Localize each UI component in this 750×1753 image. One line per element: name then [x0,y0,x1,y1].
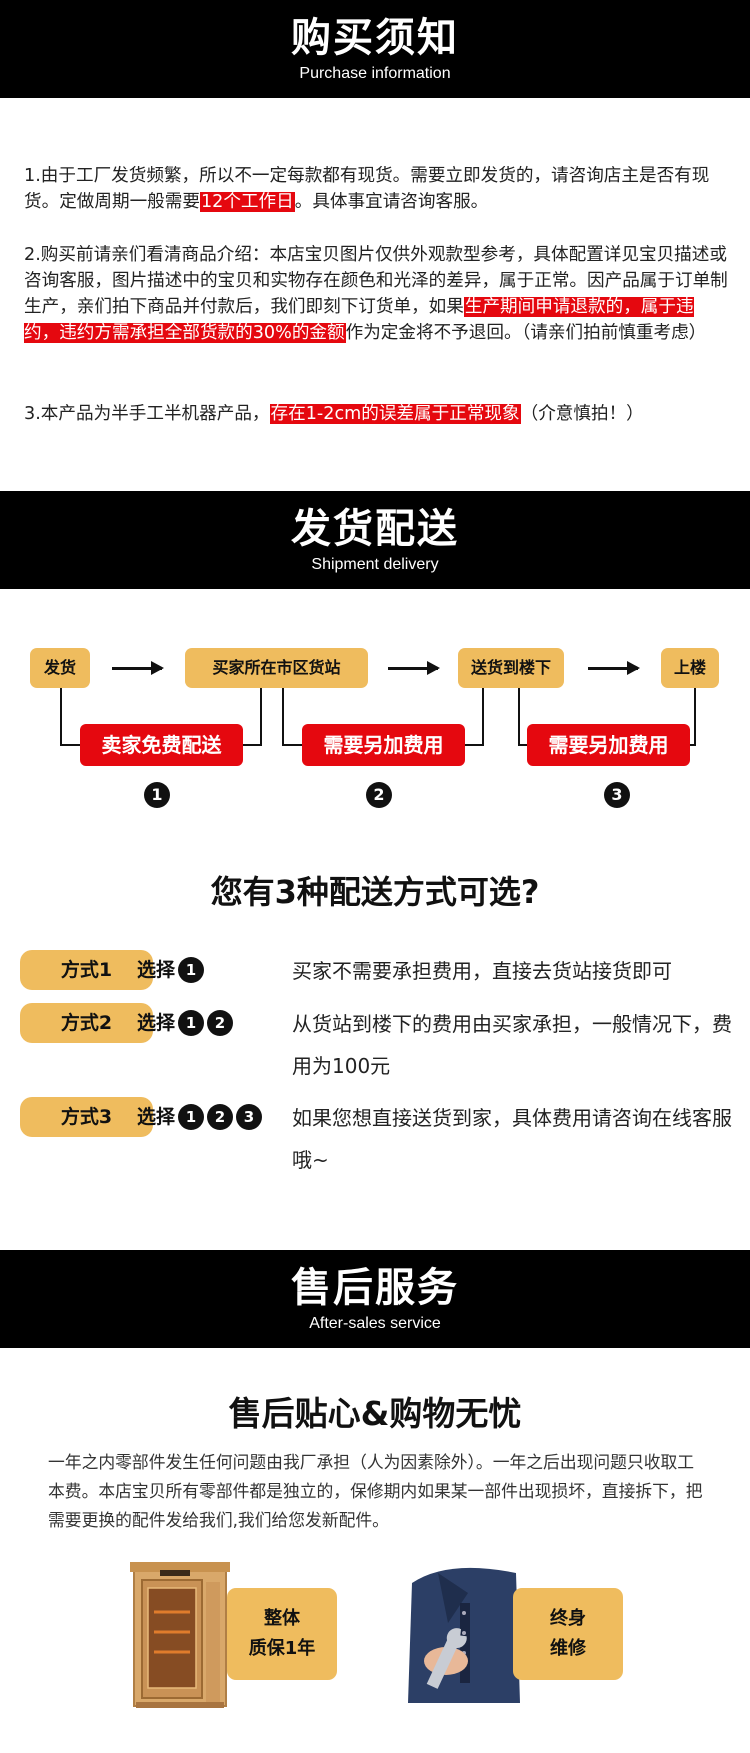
method-1-choose: 选择 1 [137,950,205,990]
purchase-banner: 购买须知 Purchase information [0,0,750,98]
delivery-banner: 发货配送 Shipment delivery [0,491,750,589]
note-2-tail: 作为定金将不予退回。（请亲们拍前慎重考虑） [345,323,707,343]
flow-node-downstairs: 送货到楼下 [458,648,564,688]
note-3-highlight: 存在1-2cm的误差属于正常现象 [269,404,521,424]
choose-label: 选择 [137,1106,176,1128]
warranty-line-1: 整体 [264,1608,300,1629]
repair-worker-image [408,1563,520,1703]
warranty-badge: 整体 质保1年 [227,1588,337,1680]
aftersales-title: 售后服务 [291,1265,459,1311]
choose-label: 选择 [137,959,176,981]
method-3-desc: 如果您想直接送货到家，具体费用请咨询在线客服哦~ [292,1106,732,1172]
note-2: 2.购买前请亲们看清商品介绍：本店宝贝图片仅供外观款型参考，具体配置详见宝贝描述… [24,242,728,346]
flow-arrow-1 [112,661,164,675]
warranty-line-2: 质保1年 [248,1638,316,1659]
flow-node-ship: 发货 [30,648,90,688]
delivery-subtitle: Shipment delivery [311,556,439,573]
step-dot: 2 [207,1010,234,1036]
step-dot: 2 [207,1104,234,1130]
choose-label: 选择 [137,1012,176,1034]
note-1-text: 1.由于工厂发货频繁，所以不一定每款都有现货。需要立即发货的，请咨询店主是否有现… [24,166,710,212]
method-1-desc: 买家不需要承担费用，直接去货站接货即可 [292,959,672,983]
flow-arrow-2 [388,661,440,675]
purchase-subtitle: Purchase information [299,65,451,82]
repair-line-2: 维修 [550,1638,586,1659]
step-number-2: 2 [366,782,392,808]
purchase-title: 购买须知 [291,15,459,61]
fee-tag-3: 需要另加费用 [527,724,690,766]
method-2-pill: 方式2 [20,1003,153,1043]
aftersales-text: 一年之内零部件发生任何问题由我厂承担（人为因素除外）。一年之后出现问题只收取工本… [48,1452,703,1530]
aftersales-heading: 售后贴心&购物无忧 [228,1394,522,1433]
flow-node-station: 买家所在市区货站 [185,648,368,688]
note-1-highlight: 12个工作日 [199,192,295,212]
step-dot: 1 [178,1104,205,1130]
step-dot: 1 [178,1010,205,1036]
method-3-pill: 方式3 [20,1097,153,1137]
method-3-choose: 选择 1 2 3 [137,1097,263,1137]
flow-node-upstairs: 上楼 [661,648,719,688]
note-1: 1.由于工厂发货频繁，所以不一定每款都有现货。需要立即发货的，请咨询店主是否有现… [24,163,728,215]
note-1-tail: 。具体事宜请咨询客服。 [294,192,489,212]
method-2-desc: 从货站到楼下的费用由买家承担，一般情况下，费用为100元 [292,1012,732,1078]
step-dot: 1 [178,957,205,983]
aftersales-subtitle: After-sales service [309,1315,441,1332]
note-3-tail: （介意慎拍！） [520,404,644,424]
fee-tag-1: 卖家免费配送 [80,724,243,766]
step-number-3: 3 [604,782,630,808]
repair-line-1: 终身 [550,1608,586,1629]
flow-arrow-3 [588,661,640,675]
step-number-1: 1 [144,782,170,808]
sauna-image [130,1562,230,1708]
note-2-text: 2.购买前请亲们看清商品介绍：本店宝贝图片仅供外观款型参考，具体配置详见宝贝描述… [24,245,728,317]
options-heading: 您有3种配送方式可选? [210,873,540,911]
note-3: 3.本产品为半手工半机器产品，存在1-2cm的误差属于正常现象（介意慎拍！） [24,401,728,427]
fee-tag-2: 需要另加费用 [302,724,465,766]
note-3-text: 3.本产品为半手工半机器产品， [24,404,270,424]
step-dot: 3 [236,1104,263,1130]
aftersales-banner: 售后服务 After-sales service [0,1250,750,1348]
method-1-pill: 方式1 [20,950,153,990]
lifetime-repair-badge: 终身 维修 [513,1588,623,1680]
delivery-title: 发货配送 [291,506,459,552]
method-2-choose: 选择 1 2 [137,1003,234,1043]
